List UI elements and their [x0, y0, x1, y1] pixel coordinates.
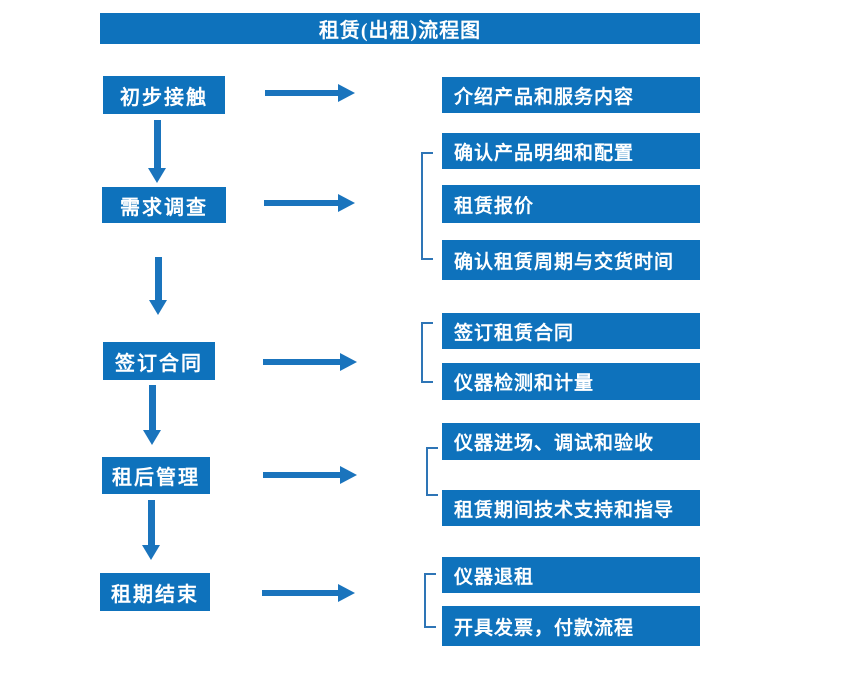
group-bracket-rental-end	[424, 573, 436, 628]
arrow-shaft	[265, 90, 338, 96]
detail-box-confirm-period-delivery: 确认租赁周期与交货时间	[442, 240, 700, 280]
group-bracket-sign-contract	[421, 322, 433, 383]
arrow-shaft	[153, 120, 161, 168]
right-arrow-rental-end	[262, 584, 355, 602]
arrow-head	[340, 466, 357, 484]
right-arrow-demand-survey	[264, 194, 355, 212]
arrow-head	[338, 84, 355, 102]
arrow-head	[338, 194, 355, 212]
detail-box-rental-quote: 租赁报价	[442, 185, 700, 223]
arrow-head	[340, 353, 357, 371]
detail-box-tech-support: 租赁期间技术支持和指导	[442, 490, 700, 526]
right-arrow-initial-contact	[265, 84, 355, 102]
arrow-shaft	[262, 590, 338, 596]
arrow-head	[143, 430, 161, 445]
arrow-shaft	[147, 500, 155, 545]
arrow-shaft	[263, 472, 340, 478]
detail-box-instrument-inspection: 仪器检测和计量	[442, 363, 700, 400]
arrow-shaft	[263, 359, 340, 365]
detail-box-confirm-product-config: 确认产品明细和配置	[442, 133, 700, 169]
detail-box-introduce-products: 介绍产品和服务内容	[442, 77, 700, 113]
detail-box-invoice-payment: 开具发票，付款流程	[442, 606, 700, 646]
stage-box-rental-end: 租期结束	[100, 573, 210, 611]
group-bracket-post-rental	[426, 447, 438, 496]
stage-box-demand-survey: 需求调查	[102, 187, 226, 223]
arrow-head	[148, 168, 166, 183]
arrow-head	[338, 584, 355, 602]
detail-box-instrument-setup-acceptance: 仪器进场、调试和验收	[442, 423, 700, 460]
arrow-head	[142, 545, 160, 560]
stage-box-initial-contact: 初步接触	[103, 76, 225, 114]
stage-box-sign-contract: 签订合同	[103, 342, 215, 380]
right-arrow-sign-contract	[263, 353, 357, 371]
down-arrow-2	[149, 257, 167, 315]
down-arrow-4	[142, 500, 160, 560]
arrow-shaft	[154, 257, 162, 300]
stage-box-post-rental-management: 租后管理	[102, 457, 210, 494]
detail-box-instrument-return: 仪器退租	[442, 557, 700, 593]
arrow-shaft	[264, 200, 338, 206]
detail-box-sign-rental-contract: 签订租赁合同	[442, 313, 700, 349]
arrow-shaft	[148, 385, 156, 430]
right-arrow-post-rental	[263, 466, 357, 484]
diagram-title: 租赁(出租)流程图	[100, 13, 700, 44]
group-bracket-demand-survey	[421, 152, 433, 260]
arrow-head	[149, 300, 167, 315]
down-arrow-3	[143, 385, 161, 445]
down-arrow-1	[148, 120, 166, 183]
